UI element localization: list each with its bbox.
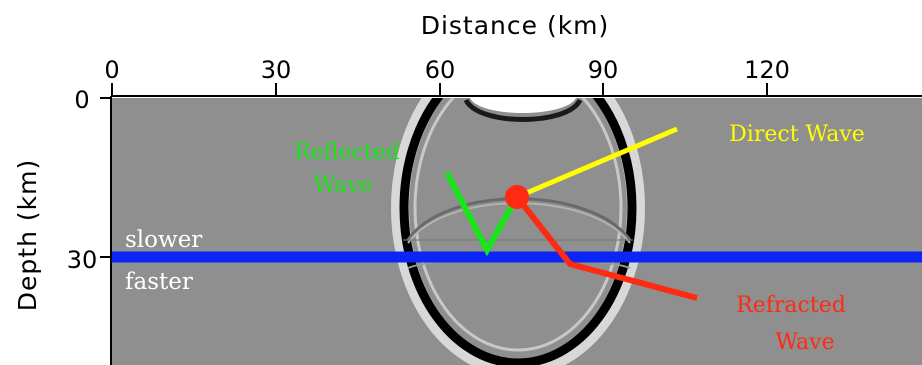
faster-layer-label: faster xyxy=(125,269,193,295)
surface-cap-dark xyxy=(463,98,583,122)
direct-wave-label: Direct Wave xyxy=(729,122,865,147)
y-tick-marks xyxy=(100,97,112,258)
refracted-wave-label: Refracted xyxy=(736,293,846,318)
reflected-wave-label: Reflected xyxy=(294,140,400,165)
x-tick-label: 0 xyxy=(104,56,119,84)
x-axis-title: Distance (km) xyxy=(421,11,610,40)
inner-wavefront-ring xyxy=(413,98,623,352)
x-tick-label: 30 xyxy=(261,56,292,84)
x-tick-label: 90 xyxy=(588,56,619,84)
x-tick-marks xyxy=(111,83,768,96)
refracted-wave-label: Wave xyxy=(775,330,834,355)
reflected-wave-ray xyxy=(444,171,520,257)
slower-layer-label: slower xyxy=(125,227,202,253)
refracted-wave-ray xyxy=(514,195,698,301)
y-tick-label: 30 xyxy=(67,246,98,274)
wavefronts xyxy=(391,98,645,365)
reflected-wave-label: Wave xyxy=(313,173,372,198)
plot-background xyxy=(112,98,922,365)
source-point xyxy=(505,185,529,209)
y-axis-title: Depth (km) xyxy=(13,159,42,311)
direct-wave-ray xyxy=(516,126,678,200)
main-wavefront xyxy=(399,98,637,365)
surface-cap-white xyxy=(470,98,576,113)
x-tick-label: 60 xyxy=(425,56,456,84)
y-tick-label: 0 xyxy=(74,86,89,114)
x-tick-label: 120 xyxy=(744,56,790,84)
